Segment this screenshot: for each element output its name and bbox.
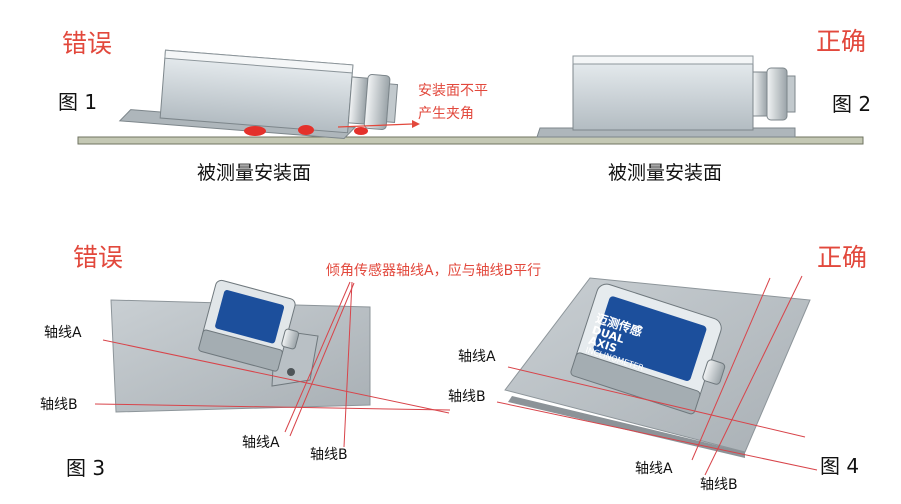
mounting-surface-bar (77, 136, 864, 145)
wrong-label-top: 错误 (62, 29, 113, 58)
figure-3-axis-a-label: 轴线A (44, 325, 82, 341)
figure-3-axis-b-label-bottom: 轴线B (310, 447, 348, 463)
figure-3-axis-b-label: 轴线B (40, 397, 78, 413)
figure-3-axis-b-line (94, 403, 451, 411)
arrow-head (412, 120, 420, 128)
figure-3-illustration (94, 279, 451, 448)
figure-3-axis-a-label-bottom: 轴线A (242, 435, 280, 451)
figure-4-label: 图 4 (820, 454, 860, 478)
tilted-sensor-enclosure (118, 49, 399, 140)
figure-4-axis-b-label-bottom: 轴线B (700, 477, 738, 493)
correct-label-bottom: 正确 (817, 243, 868, 272)
correct-label-top: 正确 (816, 27, 867, 56)
annotation-angle: 产生夹角 (418, 106, 474, 122)
figure-4-illustration (496, 275, 818, 476)
figure-3-sensor (198, 279, 300, 372)
annotation-uneven-surface: 安装面不平 (418, 83, 488, 99)
gap-marker (244, 126, 266, 136)
figure-4-axis-b-label: 轴线B (448, 389, 486, 405)
figure-1-label: 图 1 (58, 90, 98, 114)
figure-2-illustration (536, 55, 796, 138)
figure-4-sensor (570, 283, 726, 415)
figure-3-label: 图 3 (66, 456, 106, 480)
gap-marker (298, 125, 314, 135)
level-sensor-enclosure (572, 55, 754, 131)
gap-marker (354, 127, 368, 135)
axis-alignment-note: 倾角传感器轴线A，应与轴线B平行 (326, 263, 542, 279)
wrong-label-bottom: 错误 (73, 243, 124, 272)
figure-4-axis-a-line (507, 366, 806, 438)
figure-1-illustration (77, 49, 864, 145)
figure-2-label: 图 2 (832, 92, 872, 116)
surface-label-left: 被测量安装面 (197, 162, 312, 184)
annotation-arrow (337, 123, 413, 128)
surface-label-right: 被测量安装面 (608, 162, 723, 184)
figure-4-axis-a-label-bottom: 轴线A (635, 461, 673, 477)
figure-4-axis-b-line (496, 401, 818, 471)
figure-4-axis-a-label: 轴线A (458, 349, 496, 365)
figure-3-axis-a-line (102, 339, 450, 414)
